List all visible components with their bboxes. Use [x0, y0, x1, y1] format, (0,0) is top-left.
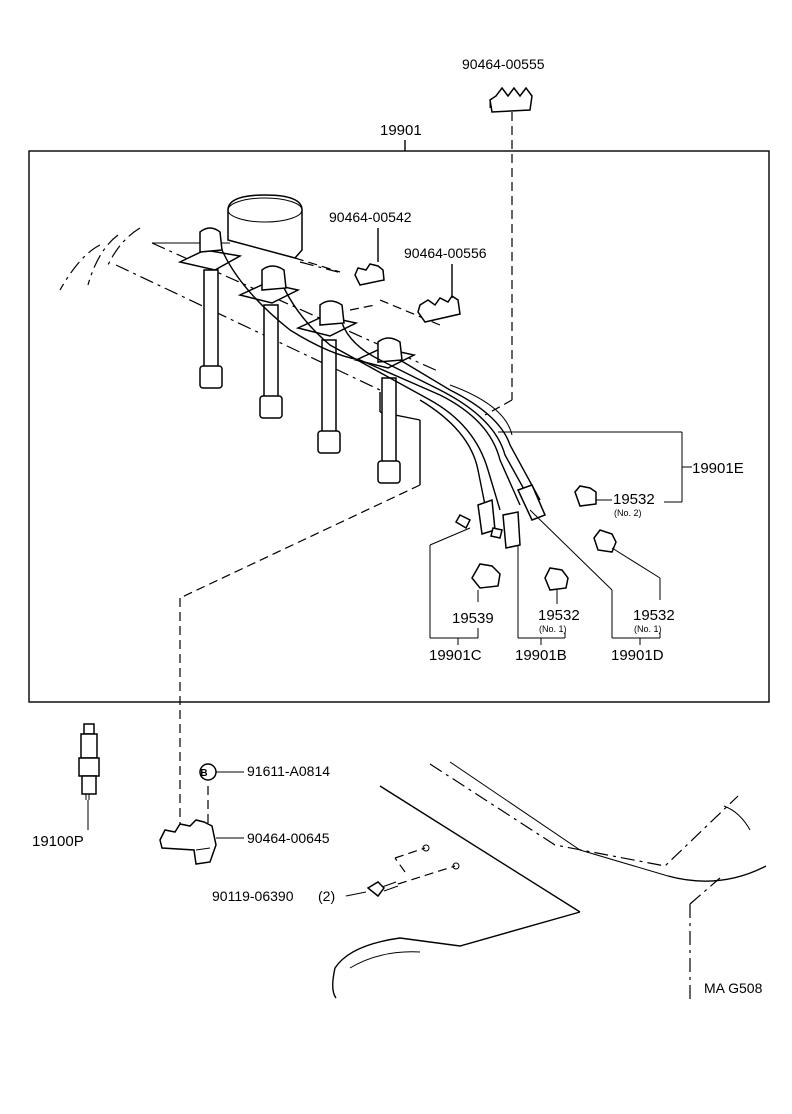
- label-holder-no1-b: 19532: [538, 607, 580, 624]
- label-screw: 90119-06390: [212, 888, 294, 904]
- label-spark-plug: 19100P: [32, 833, 84, 850]
- label-holder-19539: 19539: [452, 610, 494, 627]
- holder-no2-part: [574, 485, 597, 507]
- plug-columns: [199, 269, 401, 484]
- clamp-b-part: [417, 294, 461, 323]
- holder-19539-part: [471, 563, 501, 589]
- label-bolt-marker: B: [200, 768, 207, 779]
- wire-harness: [221, 249, 541, 521]
- clamp-a-part: [354, 263, 385, 286]
- label-holder-no1-d-note: (No. 1): [634, 624, 662, 634]
- diagram-code: MA G508: [704, 980, 763, 996]
- label-screw-qty: (2): [318, 888, 335, 904]
- label-bolt-b: 91611-A0814: [247, 763, 330, 779]
- leader-lines: [429, 431, 692, 645]
- label-wire-d: 19901D: [611, 647, 664, 664]
- label-wire-set: 19901: [380, 122, 422, 139]
- label-clamp-bottom: 90464-00645: [247, 830, 330, 846]
- label-holder-no2: 19532: [613, 491, 655, 508]
- wire-ends: [454, 484, 546, 549]
- clamp-top-part: [489, 86, 533, 113]
- plug-boots-top: [199, 227, 403, 363]
- label-clamp-a: 90464-00542: [329, 209, 412, 225]
- label-wire-e: 19901E: [692, 460, 744, 477]
- vehicle-body-outline: [332, 761, 767, 1004]
- screw-part: [366, 881, 399, 898]
- label-holder-no1-d: 19532: [633, 607, 675, 624]
- label-clamp-b: 90464-00556: [404, 245, 487, 261]
- label-holder-no2-note: (No. 2): [614, 508, 642, 518]
- label-wire-c: 19901C: [429, 647, 482, 664]
- clamp-bottom-part: [159, 819, 217, 865]
- holder-no1-b-part: [544, 567, 569, 591]
- label-wire-b: 19901B: [515, 647, 567, 664]
- holder-no1-d-part: [593, 529, 617, 553]
- assembly-box: [28, 150, 770, 703]
- spark-plug-part: [78, 723, 100, 800]
- label-clamp-top: 90464-00555: [462, 56, 545, 72]
- label-holder-no1-b-note: (No. 1): [539, 624, 567, 634]
- distributor-cap: [227, 194, 303, 259]
